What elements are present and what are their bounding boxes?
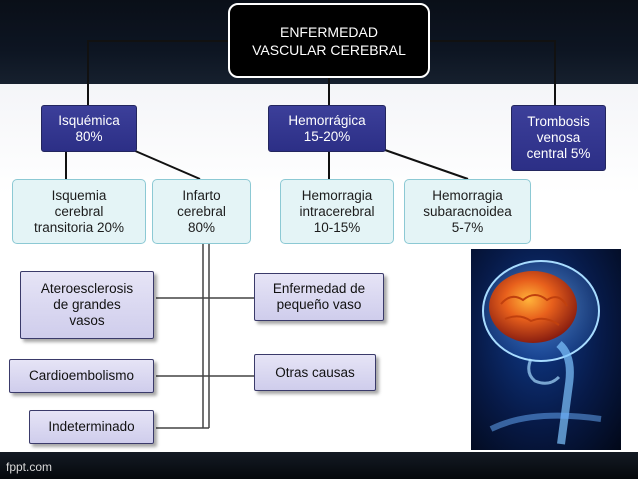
category-trombosis: Trombosis venosa central 5%	[511, 105, 606, 171]
subtype-infarto-cerebral: Infarto cerebral 80%	[152, 179, 251, 244]
footer-watermark: fppt.com	[6, 460, 53, 474]
cause-cardioembolismo: Cardioembolismo	[9, 359, 154, 393]
connector-root-isquemica	[87, 40, 228, 105]
cause-indeterminado: Indeterminado	[29, 410, 154, 444]
connector-isquemica-infarto	[132, 149, 201, 180]
root-node: ENFERMEDAD VASCULAR CEREBRAL	[228, 3, 430, 78]
brain-xray-image	[471, 249, 621, 450]
category-isquemica: Isquémica 80%	[41, 105, 137, 152]
category-hemorragica: Hemorrágica 15-20%	[268, 105, 386, 152]
connector-hemorragica-subaracnoidea	[384, 149, 469, 180]
subtype-hemorragia-subaracnoidea: Hemorragia subaracnoidea 5-7%	[404, 179, 531, 244]
footer-band	[0, 452, 638, 479]
cause-ateroesclerosis: Ateroesclerosis de grandes vasos	[20, 271, 154, 339]
cause-pequeno-vaso: Enfermedad de pequeño vaso	[254, 273, 384, 321]
subtype-hemorragia-intracerebral: Hemorragia intracerebral 10-15%	[280, 179, 394, 244]
connector-root-trombosis	[430, 40, 556, 105]
cause-otras: Otras causas	[254, 354, 376, 391]
subtype-isquemia-transitoria: Isquemia cerebral transitoria 20%	[12, 179, 146, 244]
brain-illustration-icon	[482, 260, 602, 445]
